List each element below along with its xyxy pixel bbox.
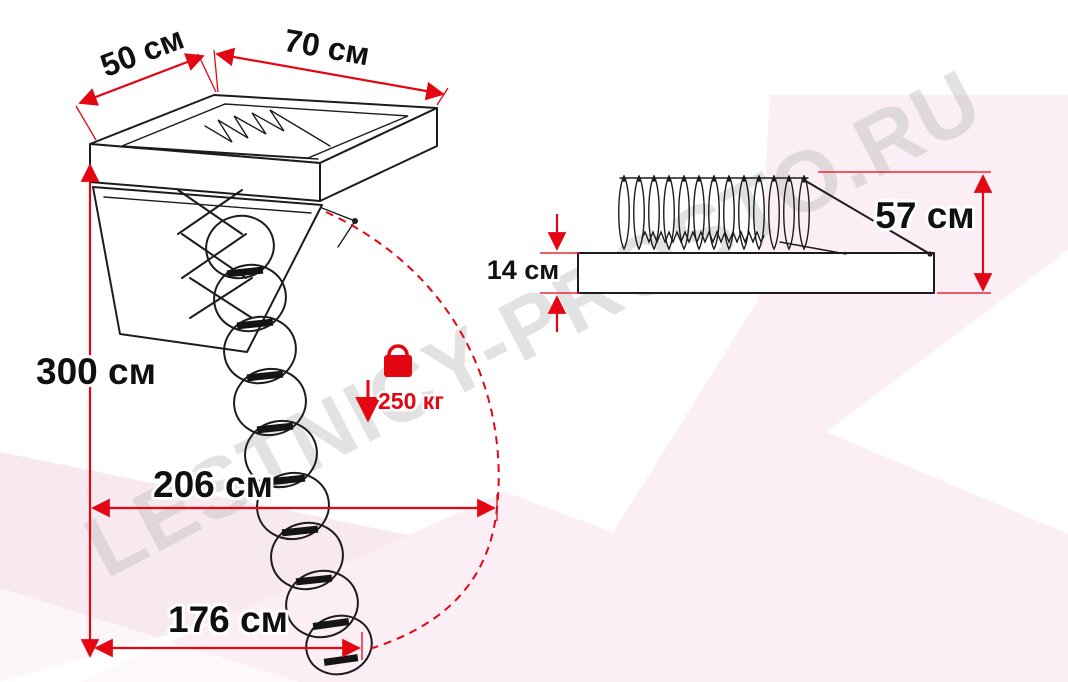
- spring: [641, 230, 765, 244]
- dim-base: 176 см: [94, 596, 363, 660]
- weight-icon: [384, 344, 412, 377]
- swing-arc: [325, 211, 500, 651]
- door-bracket: [321, 207, 358, 248]
- hatch-box: [89, 94, 438, 202]
- dim-height-label: 300 см: [36, 351, 156, 392]
- scissor-ladder-chain: [205, 214, 373, 676]
- dim-width: 70 см: [213, 19, 449, 106]
- side-view: 57 см 14 см: [484, 171, 993, 332]
- dim-reach-label: 206 см: [153, 464, 273, 505]
- folded-scissor-mechanism: [618, 174, 933, 257]
- background-polygons: [0, 95, 1068, 682]
- front-view: 50 см 70 см 300 см 206 см 176 см: [33, 17, 500, 676]
- dim-box-thickness: 14 см: [484, 214, 580, 332]
- dim-folded-height: 57 см: [818, 171, 993, 294]
- dim-width-label: 70 см: [281, 22, 372, 72]
- dim-base-label: 176 см: [168, 599, 288, 640]
- dim-box-thickness-label: 14 см: [487, 255, 560, 285]
- load-capacity-label: 250 кг: [378, 388, 444, 414]
- dim-reach: 206 см: [91, 461, 498, 521]
- dim-height: 300 см: [33, 163, 159, 658]
- ladder-steps: [226, 266, 359, 666]
- dim-folded-height-label: 57 см: [875, 195, 974, 236]
- dim-depth-label: 50 см: [95, 20, 188, 84]
- hatch-door: [92, 186, 323, 353]
- scissor-lattice: [177, 189, 253, 319]
- load-capacity: 250 кг: [355, 344, 446, 423]
- side-view-box: [577, 252, 935, 294]
